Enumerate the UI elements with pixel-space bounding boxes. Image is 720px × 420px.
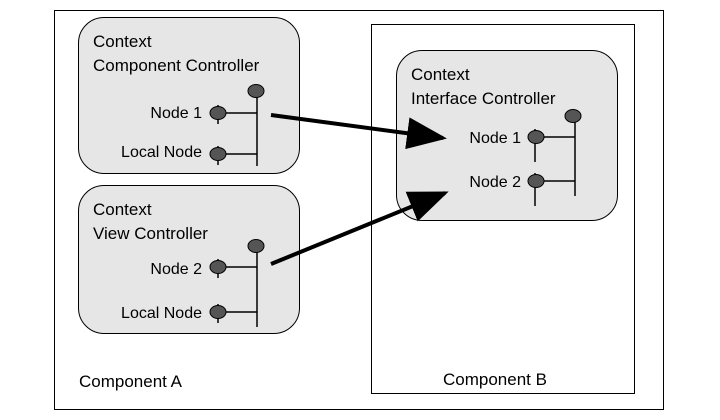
- view-controller-local-node: [209, 305, 227, 319]
- interface-controller-node-1: [527, 130, 545, 144]
- interface-controller-root-node: [564, 109, 582, 123]
- interface-controller-title-line2: Interface Controller: [411, 89, 556, 108]
- view-controller-node-2-label: Node 2: [150, 261, 202, 278]
- component-controller-root-node: [247, 84, 265, 98]
- component-b-label: Component B: [443, 370, 547, 389]
- component-a-label: Component A: [79, 372, 183, 391]
- interface-controller-node-1-label: Node 1: [469, 130, 521, 147]
- view-controller-root-node: [247, 239, 265, 253]
- interface-controller-node-tree: [527, 109, 582, 206]
- interface-controller-node-2: [527, 174, 545, 188]
- component-controller-local-node: [209, 147, 227, 161]
- arrow-node1-mapping: [270, 113, 447, 150]
- interface-controller-title-line1: Context: [411, 65, 470, 84]
- view-controller-node-2: [209, 260, 227, 274]
- view-controller-node-tree: [209, 239, 265, 327]
- view-controller-title-line1: Context: [93, 200, 152, 219]
- interface-controller-node-2-label: Node 2: [469, 174, 521, 191]
- component-controller-node-tree: [209, 84, 265, 166]
- view-controller-title-line2: View Controller: [93, 224, 208, 243]
- view-controller-context: [78, 185, 300, 334]
- component-controller-title-line2: Component Controller: [93, 56, 260, 75]
- view-controller-local-node-label: Local Node: [121, 305, 202, 322]
- component-controller-node-1-label: Node 1: [150, 105, 202, 122]
- component-controller-context: [78, 17, 300, 174]
- component-controller-local-node-label: Local Node: [121, 144, 202, 161]
- component-b-frame: [371, 24, 635, 394]
- component-controller-node-1: [209, 106, 227, 120]
- component-a-frame: [54, 10, 664, 410]
- arrow-node2-mapping: [270, 191, 449, 266]
- component-controller-title-line1: Context: [93, 32, 152, 51]
